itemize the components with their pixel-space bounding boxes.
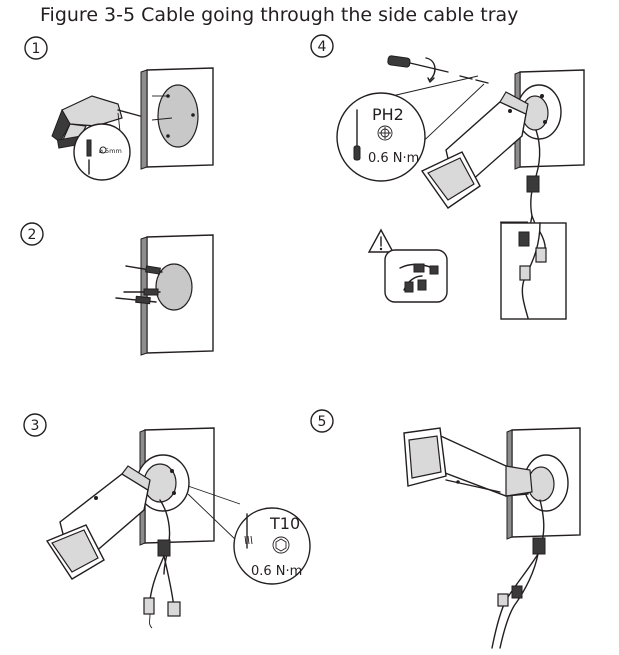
step-1-number: 1 (32, 41, 41, 57)
step-4-number: 4 (318, 39, 327, 55)
phillips-cross-icon (377, 125, 393, 141)
step-4-camera (420, 91, 529, 209)
step-5: 5 (310, 409, 581, 649)
step-1-drill-callout (73, 123, 131, 181)
step-4-bit-label: PH2 (372, 105, 404, 124)
step-2: 2 (20, 222, 214, 356)
step-1: 1 ⌀ 5mm (24, 36, 214, 181)
step-4-cable-detail (500, 222, 567, 320)
step-4-detail-cable (518, 222, 547, 319)
warning-triangle-icon (367, 228, 395, 253)
waterproof-connector-box (384, 249, 448, 303)
step-2-wall-edge (140, 236, 148, 356)
screwdriver-icon (387, 55, 449, 83)
step-1-badge (24, 36, 48, 60)
step-3-tool-callout (233, 507, 311, 585)
waterproof-connector-icon (399, 263, 439, 293)
drill-size-label: ⌀ 5mm (99, 147, 122, 155)
step-5-cable (491, 499, 546, 649)
step-3-torque-label: 0.6 N·m (251, 564, 302, 579)
step-5-number: 5 (318, 414, 327, 430)
step-2-badge (20, 222, 44, 246)
step-3-bit-label: T10 (269, 514, 300, 533)
step-3-cable (143, 499, 181, 629)
step-1-mount-template (157, 84, 199, 148)
step-5-badge (310, 409, 334, 433)
step-2-number: 2 (28, 227, 37, 243)
step-4: 4 (310, 34, 585, 320)
step-1-wall-edge (140, 69, 148, 170)
step-3-number: 3 (31, 418, 40, 434)
step-4-torque-label: 0.6 N·m (368, 151, 419, 166)
step-3: 3 (23, 413, 311, 629)
torx-hexalobe-icon (272, 536, 290, 554)
step-3-badge (23, 413, 47, 437)
step-2-mount-hole (155, 263, 193, 311)
figure-title: Figure 3-5 Cable going through the side … (40, 4, 519, 26)
step-5-camera (403, 427, 533, 497)
step-3-camera (45, 465, 151, 580)
step-4-badge (310, 34, 334, 58)
wall-anchors (115, 265, 163, 305)
